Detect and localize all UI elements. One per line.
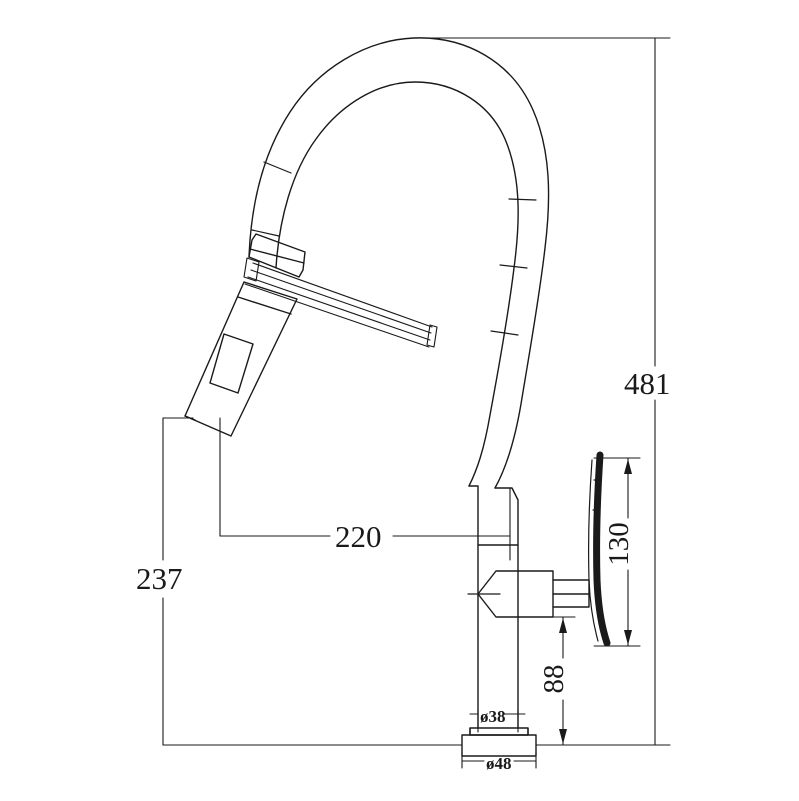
spray-mode-button [209, 333, 254, 394]
pulldown-hose [243, 257, 438, 348]
lever-handle [588, 451, 611, 647]
dimension-dia48 [461, 751, 537, 769]
dimension-88-arrows [559, 618, 567, 744]
dimension-label-481: 481 [624, 366, 671, 401]
dimension-label-237: 237 [136, 561, 183, 596]
dimension-481 [413, 37, 671, 746]
dimension-label-130: 130 [603, 522, 635, 566]
dimension-label-dia38: ø38 [480, 707, 506, 726]
dimension-label-88: 88 [538, 665, 570, 694]
base-plate [461, 727, 537, 757]
dimension-label-dia48: ø48 [486, 754, 512, 773]
spray-head-wand [184, 233, 306, 437]
gooseneck-hose [248, 37, 550, 489]
dimension-220 [219, 417, 511, 561]
hose-segment-lines [251, 161, 537, 336]
dimension-dia38 [469, 709, 526, 733]
dimension-88 [517, 616, 576, 746]
dimension-237 [162, 417, 463, 746]
dimension-label-220: 220 [335, 519, 382, 554]
valve-body [467, 570, 590, 618]
vertical-column [468, 485, 519, 729]
dimension-130-arrows [624, 459, 632, 645]
